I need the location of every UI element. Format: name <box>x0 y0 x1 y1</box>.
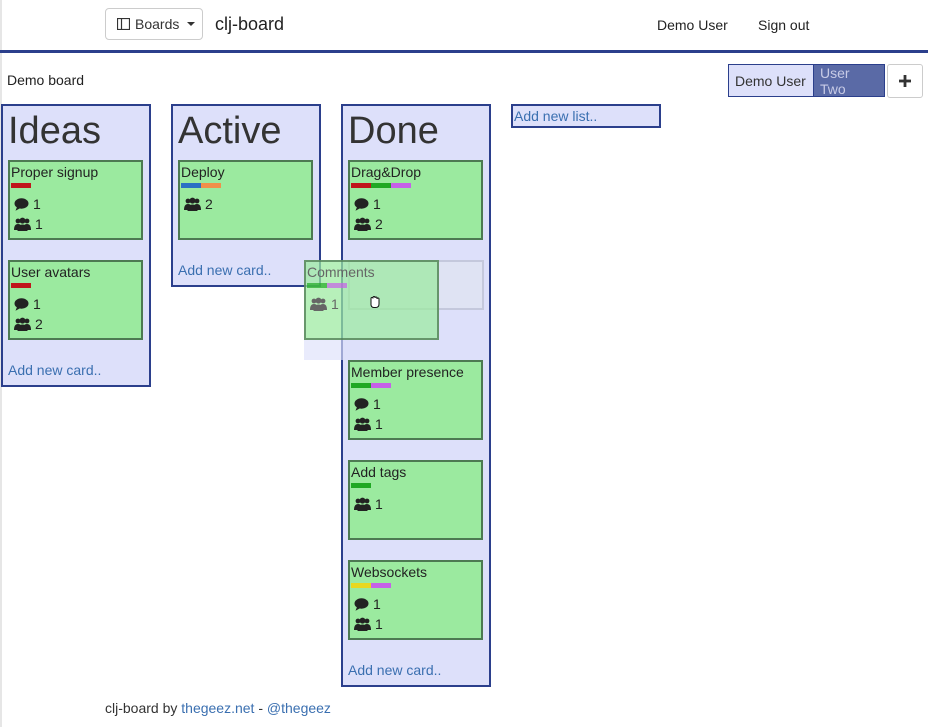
users-icon <box>354 617 371 631</box>
add-list-button[interactable]: Add new list.. <box>511 104 661 128</box>
member-count: 2 <box>354 216 383 232</box>
member-count: 1 <box>14 216 43 232</box>
grab-cursor-icon <box>370 295 380 308</box>
comment-icon <box>14 297 29 311</box>
member-count: 1 <box>354 496 383 512</box>
card-member-presence[interactable]: Member presence 1 1 <box>348 360 483 440</box>
drag-ghost-shadow <box>304 340 439 360</box>
users-icon <box>310 297 327 311</box>
member-user-two[interactable]: User Two <box>813 64 885 97</box>
comment-count: 1 <box>14 196 41 212</box>
list-title: Active <box>178 110 282 152</box>
users-icon <box>14 217 31 231</box>
card-labels <box>307 283 347 288</box>
card-title: Comments <box>307 264 375 280</box>
comment-icon <box>354 397 369 411</box>
card-websockets[interactable]: Websockets 1 1 <box>348 560 483 640</box>
navbar-divider <box>0 50 928 53</box>
card-labels <box>181 183 221 188</box>
card-deploy[interactable]: Deploy 2 <box>178 160 313 240</box>
footer-separator: - <box>254 700 267 716</box>
card-user-avatars[interactable]: User avatars 1 2 <box>8 260 143 340</box>
card-title: Deploy <box>181 164 225 180</box>
card-proper-signup[interactable]: Proper signup 1 1 <box>8 160 143 240</box>
member-count: 2 <box>14 316 43 332</box>
users-icon <box>354 217 371 231</box>
boards-dropdown-button[interactable]: Boards <box>105 8 203 40</box>
card-title: Drag&Drop <box>351 164 422 180</box>
add-card-link-ideas[interactable]: Add new card.. <box>8 362 102 378</box>
comment-count: 1 <box>354 596 381 612</box>
users-icon <box>14 317 31 331</box>
card-labels <box>11 183 31 188</box>
board-members: Demo User User Two <box>728 64 885 97</box>
comment-icon <box>354 197 369 211</box>
board-columns-icon <box>117 18 130 30</box>
card-drag-and-drop[interactable]: Drag&Drop 1 2 <box>348 160 483 240</box>
list-title: Ideas <box>8 110 101 152</box>
card-labels <box>11 283 31 288</box>
member-count: 1 <box>354 616 383 632</box>
member-count: 2 <box>184 196 213 212</box>
current-user-link[interactable]: Demo User <box>657 17 728 33</box>
users-icon <box>184 197 201 211</box>
add-card-link-done[interactable]: Add new card.. <box>348 662 442 678</box>
twitter-link[interactable]: @thegeez <box>266 700 331 716</box>
member-count: 1 <box>310 296 339 312</box>
sign-out-link[interactable]: Sign out <box>758 17 810 33</box>
member-count: 1 <box>354 416 383 432</box>
member-demo-user[interactable]: Demo User <box>728 64 814 97</box>
board-title: Demo board <box>7 72 85 88</box>
card-labels <box>351 583 391 588</box>
footer: clj-board by thegeez.net - @thegeez <box>105 700 331 716</box>
users-icon <box>354 417 371 431</box>
comment-icon <box>354 597 369 611</box>
boards-button-label: Boards <box>135 16 180 32</box>
add-member-button[interactable] <box>887 64 923 98</box>
card-title: Proper signup <box>11 164 99 180</box>
comment-count: 1 <box>354 396 381 412</box>
card-title: Add tags <box>351 464 407 480</box>
card-labels <box>351 183 411 188</box>
card-title: Websockets <box>351 564 427 580</box>
plus-icon <box>899 75 911 87</box>
add-card-link-active[interactable]: Add new card.. <box>178 262 272 278</box>
caret-down-icon <box>187 22 196 26</box>
users-icon <box>354 497 371 511</box>
comment-icon <box>14 197 29 211</box>
comment-count: 1 <box>14 296 41 312</box>
card-title: Member presence <box>351 364 464 380</box>
list-title: Done <box>348 110 439 152</box>
list-ideas: Ideas <box>1 104 151 387</box>
comment-count: 1 <box>354 196 381 212</box>
card-labels <box>351 483 371 488</box>
card-add-tags[interactable]: Add tags 1 <box>348 460 483 540</box>
brand-title[interactable]: clj-board <box>215 14 285 34</box>
card-labels <box>351 383 391 388</box>
site-link[interactable]: thegeez.net <box>181 700 255 716</box>
footer-prefix: clj-board by <box>105 700 182 716</box>
card-title: User avatars <box>11 264 91 280</box>
